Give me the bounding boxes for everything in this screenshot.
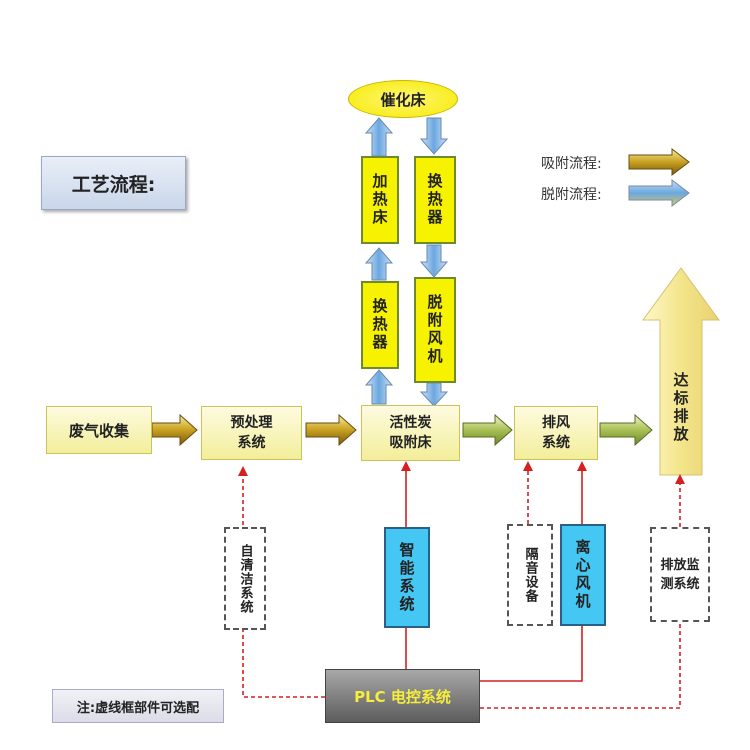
exhaust-fan-system: 排风 系统 (514, 406, 598, 460)
arrowhead-carbon (401, 461, 411, 471)
pretreatment-label: 预处理 系统 (230, 415, 273, 451)
smart-system-label: 智能系统 (397, 541, 416, 614)
heat-exchanger-mid: 换热器 (361, 281, 399, 369)
legend-desorption-label: 脱附流程: (541, 187, 602, 203)
optional-parts-note: 注:虚线框部件可选配 (52, 689, 224, 723)
arrow-hx-to-desorb-fan (419, 244, 449, 278)
arrowhead-fan-left (523, 461, 533, 471)
heat-exchanger-top-label: 换热器 (425, 173, 444, 227)
legend-adsorption-arrow (628, 147, 690, 177)
arrow-desorb-fan-to-carbon (419, 382, 449, 407)
heat-exchanger-top: 换热器 (414, 156, 456, 244)
arrowhead-emission (675, 474, 685, 484)
legend-adsorption-label: 吸附流程: (541, 156, 602, 172)
desorption-fan: 脱附风机 (414, 277, 456, 383)
arrow-fan-to-emission (599, 413, 653, 447)
line-plc-to-monitor (480, 622, 681, 709)
arrow-catalyst-to-hx (419, 117, 449, 155)
centrifugal-fan-label: 离心风机 (573, 539, 592, 611)
emission-compliant: 达标排放 (660, 340, 702, 475)
plc-control-system: PLC 电控系统 (325, 669, 480, 723)
self-cleaning-label: 自清洁系统 (237, 543, 253, 614)
page-title-text: 工艺流程: (71, 173, 156, 196)
arrowhead-pretreatment (238, 466, 248, 476)
arrow-carbon-to-fan (462, 413, 513, 447)
sound-insulation-equipment: 隔音设备 (507, 524, 553, 626)
sound-insulation-label: 隔音设备 (522, 547, 538, 603)
arrow-hx-to-heater (364, 247, 394, 281)
catalytic-bed: 催化床 (348, 80, 458, 118)
pretreatment-system: 预处理 系统 (201, 406, 302, 460)
arrow-carbon-to-hx (364, 369, 394, 405)
legend-desorption-arrow (628, 178, 690, 208)
page-title: 工艺流程: (41, 156, 186, 210)
line-plc-to-selfclean (242, 630, 325, 698)
arrowhead-fan-right (577, 461, 587, 471)
emission-monitoring-system: 排放监测系统 (650, 527, 710, 622)
activated-carbon-label: 活性炭 吸附床 (389, 415, 432, 451)
exhaust-fan-label: 排风 系统 (542, 415, 570, 451)
waste-gas-collection: 废气收集 (46, 406, 152, 454)
catalytic-bed-label: 催化床 (380, 90, 426, 109)
heat-exchanger-mid-label: 换热器 (370, 298, 389, 352)
optional-parts-note-text: 注:虚线框部件可选配 (76, 700, 200, 716)
waste-gas-collection-label: 废气收集 (68, 421, 129, 440)
arrow-heater-to-catalyst (364, 117, 394, 157)
desorption-fan-label: 脱附风机 (425, 294, 444, 366)
smart-system: 智能系统 (384, 527, 430, 628)
plc-label: PLC 电控系统 (354, 687, 451, 706)
arrow-emission-up (642, 267, 720, 476)
arrow-pretreatment-to-carbon (305, 413, 357, 447)
heating-bed: 加热床 (361, 156, 399, 244)
activated-carbon-bed: 活性炭 吸附床 (361, 405, 460, 461)
emission-monitoring-label: 排放监测系统 (660, 557, 700, 592)
self-cleaning-system: 自清洁系统 (224, 527, 266, 630)
emission-label: 达标排放 (671, 371, 690, 444)
arrow-collection-to-pretreatment (151, 413, 198, 447)
centrifugal-fan: 离心风机 (560, 524, 606, 626)
heating-bed-label: 加热床 (370, 173, 389, 227)
line-plc-to-centrifugal (480, 626, 583, 682)
